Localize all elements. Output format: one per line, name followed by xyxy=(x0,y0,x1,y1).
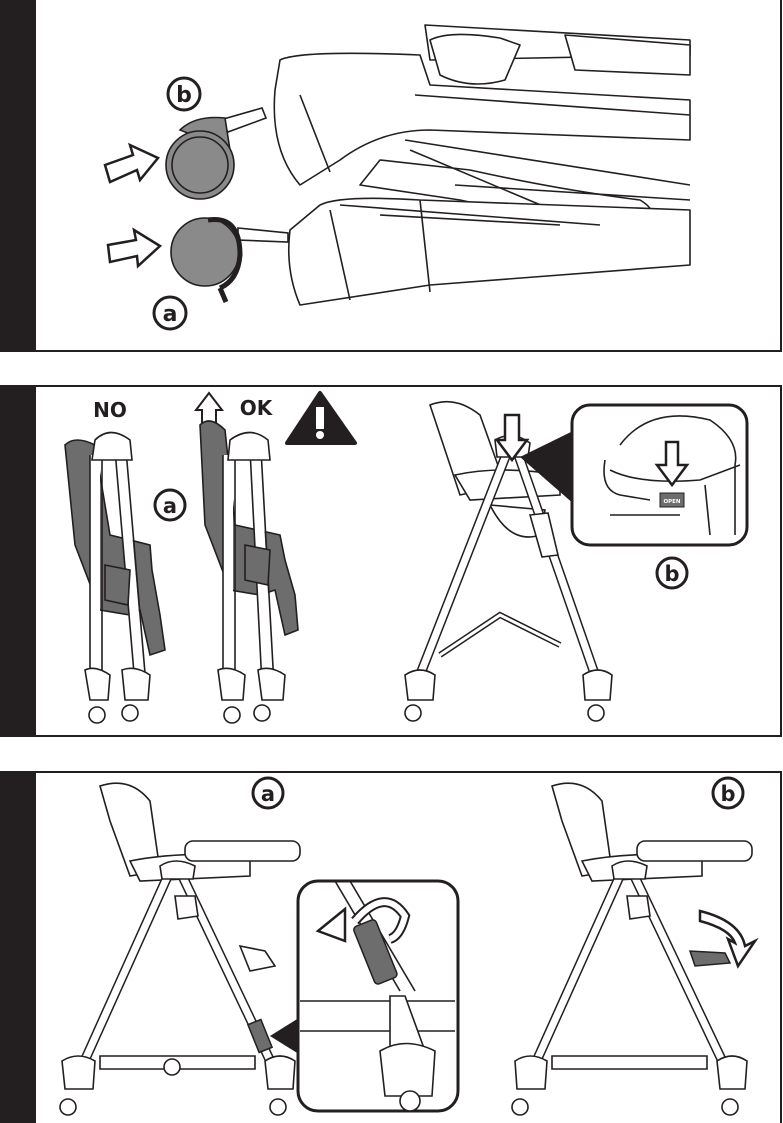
ok-label: OK xyxy=(240,396,274,420)
push-arrow-icon xyxy=(105,145,158,182)
callout-b-label: b xyxy=(176,83,192,108)
panel-fold: NO OK a xyxy=(0,385,783,737)
detail-inset xyxy=(572,405,747,545)
callout-b-label: b xyxy=(720,782,735,806)
push-arrow-icon xyxy=(108,230,160,266)
panel-adjust: a xyxy=(0,771,783,1123)
callout-a-label: a xyxy=(163,302,178,327)
callout-b-label: b xyxy=(664,562,679,586)
no-label: NO xyxy=(93,398,127,422)
footrest xyxy=(690,951,730,966)
warning-triangle-icon xyxy=(287,393,355,443)
callout-a-label: a xyxy=(163,494,177,518)
fold-illustration: NO OK a xyxy=(0,385,783,737)
height-grip xyxy=(248,1019,272,1052)
panel-wheels: b a xyxy=(0,0,783,352)
callout-a-label: a xyxy=(261,782,275,806)
wheels-illustration: b a xyxy=(0,0,783,352)
open-label: OPEN xyxy=(663,499,680,505)
adjust-illustration: a xyxy=(0,771,783,1123)
